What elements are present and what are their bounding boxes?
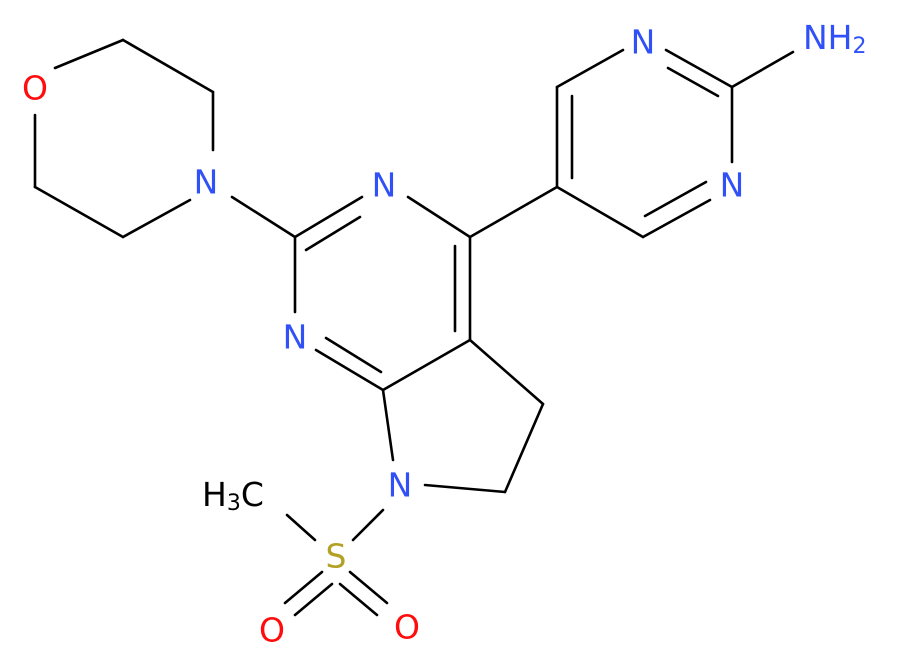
amine-subscript: 2 [853,34,867,59]
bond-c7a-n1-double [324,336,383,374]
bond-morph-c3-c4 [33,185,125,239]
atom-pyrrolidine-n7: N [388,466,413,505]
bond-n7-c7a [381,388,395,462]
bond-c4a-c7a [381,338,472,392]
amine-main-text: NH [803,18,853,57]
bond-c4a-c5 [468,338,545,406]
atom-amine: NH2 [803,18,867,59]
atom-sulfonyl-o-right: O [394,608,420,647]
bond-c6-n7 [423,483,507,494]
bond-c6p-c5p [555,185,645,239]
bond-n3p-c2p [664,48,734,89]
bond-c2p-nh2 [730,50,795,89]
bond-morphn-c2 [230,195,297,239]
bond-c4p-n3p [555,48,625,89]
atom-sulfonyl-o-left: O [259,611,285,650]
bond-n1p-c6p-double [643,180,708,218]
bond-c2-n3-double [304,215,362,252]
bond-n1p-c6p [641,198,712,239]
bond-c5-c6 [503,402,545,494]
bond-n7-s [351,508,385,542]
bond-s-o-right-a [348,570,389,605]
atom-morpholine-o: O [22,69,48,108]
bond-s-o-left-b [293,582,334,617]
bond-c2-n3 [293,195,364,239]
methyl-subscript: 3 [227,491,241,516]
methyl-carbon-text: C [241,475,264,514]
bond-morph-c1-c2 [121,38,215,94]
bond-s-o-left-a [283,570,324,605]
bond-c7a-n1 [314,348,385,392]
atom-aminopyrimidine-n3: N [631,23,656,62]
atom-morpholine-n: N [194,163,219,202]
bond-c4-c5prime [468,185,559,239]
bond-s-o-right-b [338,582,379,617]
bond-morph-n-c3 [121,198,192,239]
atom-pyrimidine-n1: N [283,318,308,357]
atom-methyl: H3C [202,475,264,516]
atom-aminopyrimidine-n1: N [720,166,745,205]
atom-pyrimidine-n3: N [372,166,397,205]
methyl-main-text: H [202,475,227,514]
atom-sulfur: S [326,537,347,576]
bond-n3-c4 [406,195,472,239]
bond-n3p-c2p-double [666,66,720,98]
bond-s-ch3 [285,513,317,542]
bond-morph-o-c1 [53,38,125,70]
